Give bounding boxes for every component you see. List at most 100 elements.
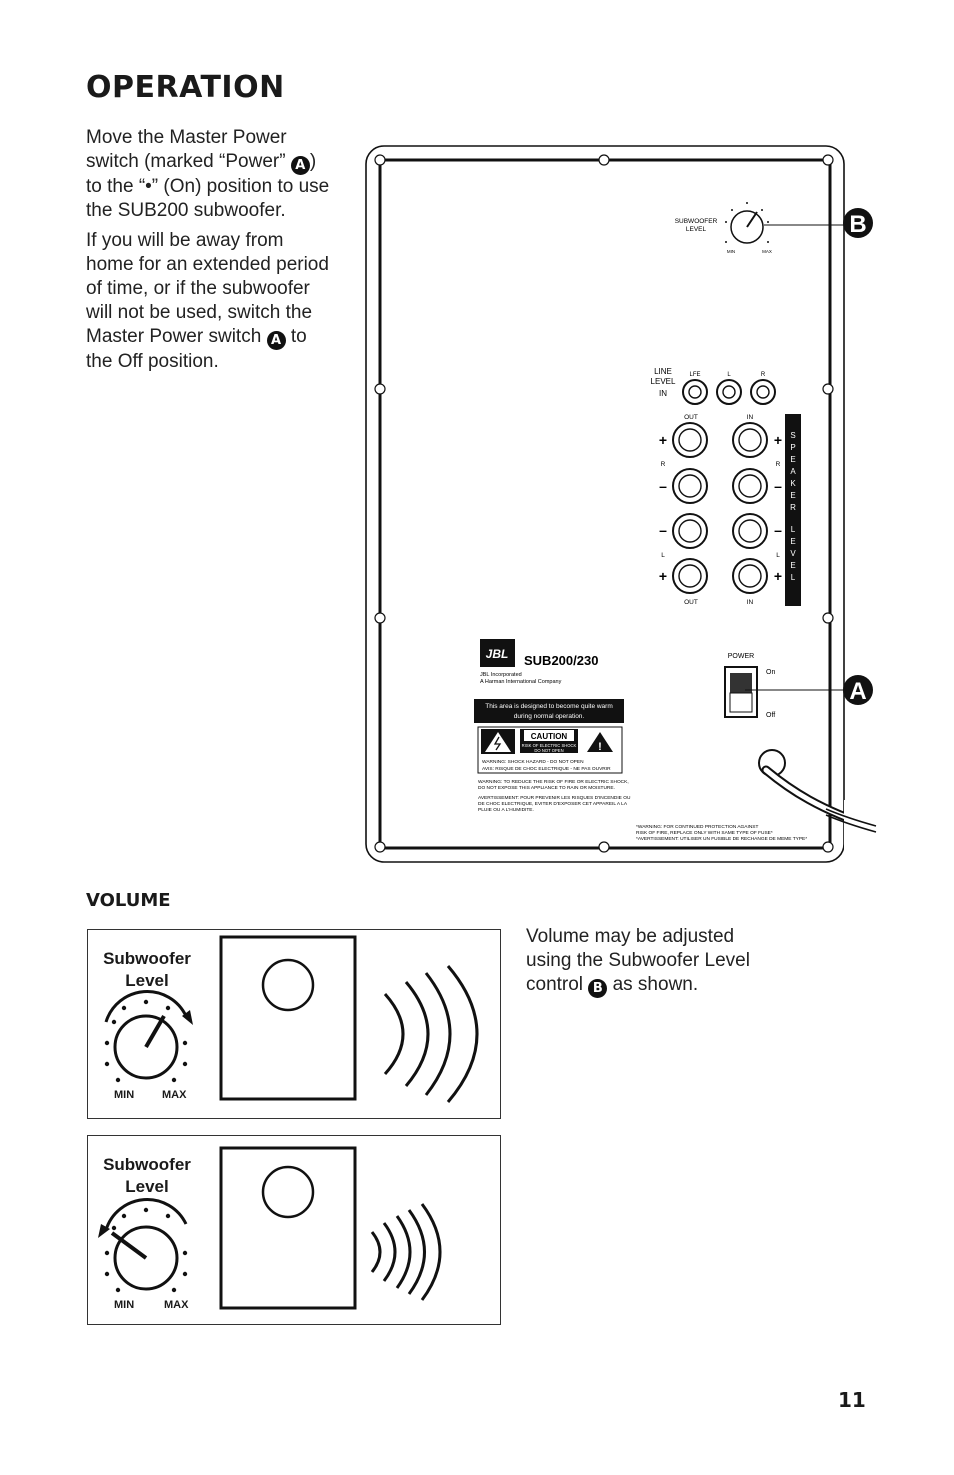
callout-a-badge bbox=[843, 675, 873, 705]
text: ) to the “•” (On) position to use the SU… bbox=[86, 151, 330, 221]
speaker-level-letter: P bbox=[790, 443, 795, 452]
out-label: OUT bbox=[684, 414, 698, 421]
line-level-label: LINE bbox=[654, 367, 672, 376]
callout-b-marker: B bbox=[588, 979, 608, 998]
speaker-in-terminal[interactable] bbox=[732, 422, 768, 458]
model-name: SUB200/230 bbox=[524, 653, 598, 668]
jbl-logo-text: JBL bbox=[486, 647, 509, 661]
speaker-driver bbox=[261, 1165, 315, 1219]
svg-text:–: – bbox=[659, 478, 667, 494]
line-level-label: LEVEL bbox=[651, 377, 676, 386]
jack-label-r: R bbox=[761, 372, 766, 378]
subwoofer-level-label: SUBWOOFER bbox=[675, 218, 718, 225]
callout-b-badge bbox=[843, 208, 873, 238]
speaker-out-terminal[interactable] bbox=[672, 468, 708, 504]
speaker-out-terminal[interactable] bbox=[672, 558, 708, 594]
side-l-label: L bbox=[661, 552, 665, 559]
rear-panel-diagram: SUBWOOFER LEVEL MIN MAX B LINE LEVEL IN … bbox=[365, 145, 880, 863]
knob-pointer bbox=[144, 1014, 166, 1049]
line-level-label: IN bbox=[659, 389, 667, 398]
speaker-level-letter: L bbox=[791, 525, 796, 534]
page-number: 11 bbox=[838, 1388, 866, 1412]
speaker-level-letter: S bbox=[790, 431, 795, 440]
label-line: Level bbox=[125, 971, 169, 990]
min-label: MIN bbox=[114, 1299, 135, 1311]
speaker-level-letter: V bbox=[790, 549, 796, 558]
speaker-in-terminal[interactable] bbox=[732, 468, 768, 504]
sound-waves-small bbox=[370, 1203, 442, 1301]
side-r-label: R bbox=[661, 461, 666, 468]
sound-waves-large bbox=[383, 965, 479, 1103]
jbl-logo bbox=[480, 639, 515, 667]
power-label: POWER bbox=[728, 653, 754, 660]
speaker-in-terminal[interactable] bbox=[732, 513, 768, 549]
speaker-out-terminal[interactable] bbox=[672, 513, 708, 549]
power-off-label: Off bbox=[766, 712, 775, 719]
caution-heading: CAUTION bbox=[531, 732, 568, 741]
svg-text:–: – bbox=[659, 522, 667, 538]
out-label: OUT bbox=[684, 599, 698, 606]
rotation-arrow bbox=[104, 1197, 188, 1231]
fuse-warning-text: *WARNING: FOR CONTINUED PROTECTION AGAIN… bbox=[636, 824, 758, 830]
svg-text:!: ! bbox=[598, 741, 602, 753]
shock-warning-icon bbox=[485, 732, 511, 752]
volume-panel-low: Subwoofer Level MIN MAX bbox=[87, 1135, 501, 1325]
avertissement-text: DE CHOC ELECTRIQUE, EVITER D'EXPOSER CET… bbox=[478, 801, 628, 807]
power-instructions-paragraph: Move the Master Power switch (marked “Po… bbox=[86, 126, 336, 223]
volume-low-illustration bbox=[98, 1146, 442, 1310]
svg-text:+: + bbox=[659, 432, 667, 448]
warm-notice-box bbox=[474, 699, 624, 723]
in-label: IN bbox=[747, 599, 754, 606]
svg-text:+: + bbox=[659, 568, 667, 584]
callout-a-marker: A bbox=[290, 156, 310, 175]
volume-high-illustration bbox=[104, 935, 479, 1103]
speaker-in-terminal[interactable] bbox=[732, 558, 768, 594]
line-r-jack[interactable] bbox=[750, 379, 776, 405]
label-line: Level bbox=[125, 1177, 169, 1196]
caution-avis-line: AVIS: RISQUE DE CHOC ELECTRIQUE - NE PAS… bbox=[482, 766, 611, 772]
speaker-driver bbox=[261, 958, 315, 1012]
speaker-level-letter: R bbox=[790, 503, 796, 512]
jack-label-l: L bbox=[727, 372, 731, 378]
speaker-level-letter: E bbox=[790, 455, 795, 464]
text: If you will be away from home for an ext… bbox=[86, 230, 329, 347]
subwoofer-level-label: LEVEL bbox=[686, 226, 707, 233]
speaker-level-letter: L bbox=[791, 573, 796, 582]
side-r-label: R bbox=[776, 461, 781, 468]
knob-pointer bbox=[110, 1231, 148, 1260]
rotation-arrow bbox=[104, 989, 188, 1023]
text: as shown. bbox=[607, 974, 699, 995]
speaker-level-letter: A bbox=[790, 467, 796, 476]
subwoofer-level-title: Subwoofer Level bbox=[88, 948, 206, 992]
warning-text: DO NOT EXPOSE THIS APPLIANCE TO RAIN OR … bbox=[478, 785, 615, 791]
caution-sub: RISK OF ELECTRIC SHOCK bbox=[522, 743, 577, 748]
speaker-level-letter: E bbox=[790, 537, 795, 546]
volume-instructions-paragraph: Volume may be adjusted using the Subwoof… bbox=[526, 925, 766, 998]
caution-sub: DO NOT OPEN bbox=[534, 748, 563, 753]
fuse-warning-text: RISK OF FIRE, REPLACE ONLY WITH SAME TYP… bbox=[636, 830, 773, 836]
volume-heading: VOLUME bbox=[86, 890, 171, 911]
subwoofer-level-title: Subwoofer Level bbox=[88, 1154, 206, 1198]
jack-label-lfe: LFE bbox=[689, 372, 700, 378]
fuse-warning-text: *AVERTISSEMENT: UTILISER UN FUSIBLE DE R… bbox=[636, 836, 807, 842]
avertissement-text: AVERTISSEMENT: POUR PREVENIR LES RISQUES… bbox=[478, 795, 631, 801]
callout-a-letter: A bbox=[849, 678, 866, 705]
text: Move the Master Power switch (marked “Po… bbox=[86, 127, 291, 172]
away-instructions-paragraph: If you will be away from home for an ext… bbox=[86, 229, 336, 374]
avertissement-text: PLUIE OU A L'HUMIDITE. bbox=[478, 807, 534, 813]
speaker-level-letter: E bbox=[790, 491, 795, 500]
warning-text: WARNING: TO REDUCE THE RISK OF FIRE OR E… bbox=[478, 779, 629, 785]
text: Volume may be adjusted using the Subwoof… bbox=[526, 926, 750, 995]
side-l-label: L bbox=[776, 552, 780, 559]
caution-warning-line: WARNING: SHOCK HAZARD - DO NOT OPEN bbox=[482, 759, 584, 765]
speaker-out-terminal[interactable] bbox=[672, 422, 708, 458]
line-l-jack[interactable] bbox=[716, 379, 742, 405]
svg-text:+: + bbox=[774, 432, 782, 448]
max-label: MAX bbox=[162, 1089, 187, 1101]
warm-notice-text: during normal operation. bbox=[514, 713, 585, 720]
company-line: A Harman International Company bbox=[480, 679, 562, 685]
lfe-jack[interactable] bbox=[682, 379, 708, 405]
warm-notice-text: This area is designed to become quite wa… bbox=[485, 703, 613, 710]
min-label: MIN bbox=[114, 1089, 135, 1101]
